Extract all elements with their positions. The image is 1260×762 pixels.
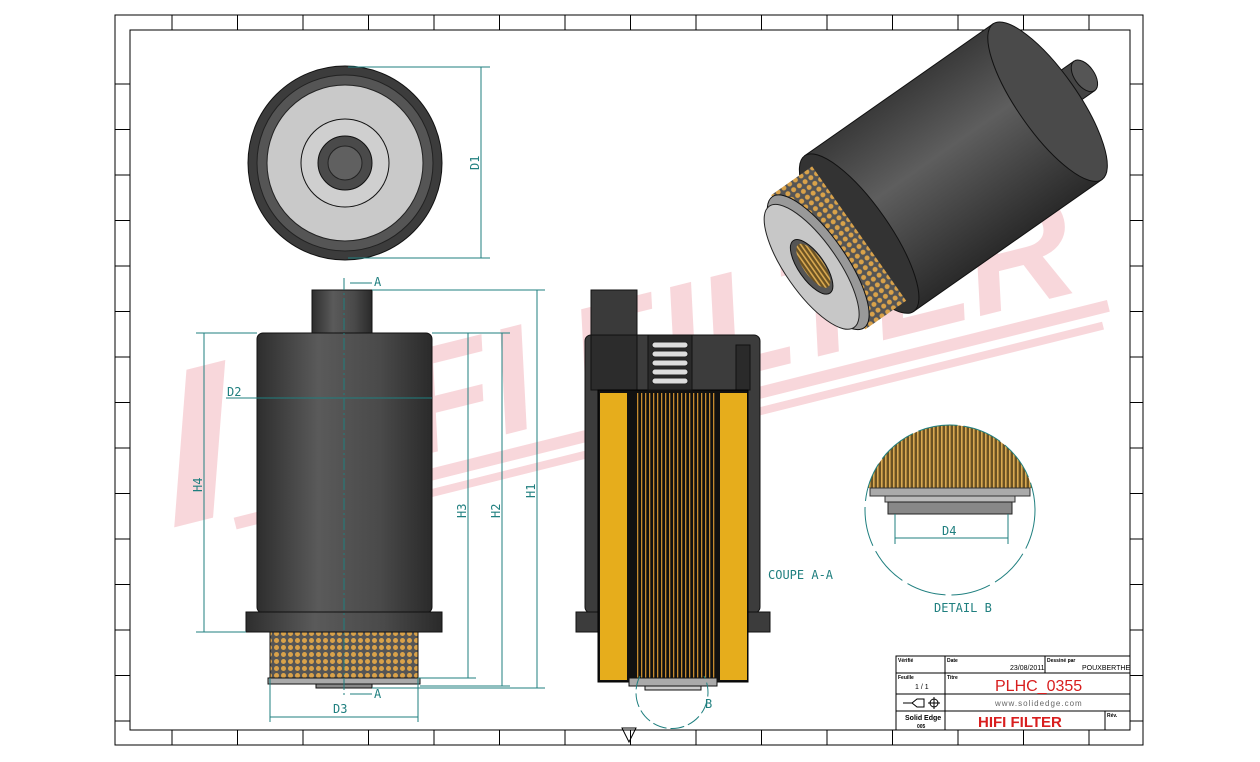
section-marker-top: A [374, 275, 382, 289]
sheet-value: 1 / 1 [915, 684, 929, 691]
h1-label: H1 [524, 484, 538, 498]
date-value: 23/08/2011 [1010, 665, 1045, 672]
website: www.solidedge.com [994, 699, 1083, 708]
detail-marker: B [705, 697, 712, 711]
detail-b-view [865, 425, 1035, 515]
h4-label: H4 [191, 478, 205, 492]
title-label: Titre [947, 675, 958, 681]
drawn-by-value: POUXBERTHE [1082, 665, 1130, 672]
spring-coil [651, 368, 689, 376]
title-block: Vérifié Date 23/08/2011 Dessiné par POUX… [895, 655, 1131, 731]
section-view-label: COUPE A-A [768, 568, 834, 582]
cad-symbol-icon [903, 697, 940, 709]
company-name: HIFI FILTER [978, 714, 1062, 731]
projection-symbol-icon [621, 727, 637, 744]
spring-coil [651, 359, 689, 367]
isometric-view [763, 21, 1108, 331]
outer-frame [114, 14, 1144, 746]
software-name: Solid Edge [905, 715, 941, 722]
detail-view-label: DETAIL B [934, 601, 992, 615]
zone-ticks [115, 15, 1143, 745]
spring-coil [651, 350, 689, 358]
spring-coil [651, 377, 689, 385]
section-view [575, 289, 771, 691]
h2-label: H2 [489, 504, 503, 518]
spring-coil [651, 341, 689, 349]
d2-label: D2 [227, 385, 241, 399]
h3-label: H3 [455, 504, 469, 518]
part-number: PLHC_0355 [995, 678, 1082, 695]
date-label: Date [947, 658, 958, 664]
sheet-label: Feuille [898, 675, 914, 681]
drawn-by-label: Dessiné par [1047, 658, 1075, 664]
top-view [247, 65, 443, 261]
d3-label: D3 [333, 702, 347, 716]
section-marker-bottom: A [374, 687, 382, 701]
checked-label: Vérifié [898, 658, 914, 664]
software-sub: 005 [917, 724, 926, 730]
d4-label: D4 [942, 524, 956, 538]
revision-label: Rév. [1107, 713, 1118, 719]
d1-label: D1 [468, 156, 482, 170]
